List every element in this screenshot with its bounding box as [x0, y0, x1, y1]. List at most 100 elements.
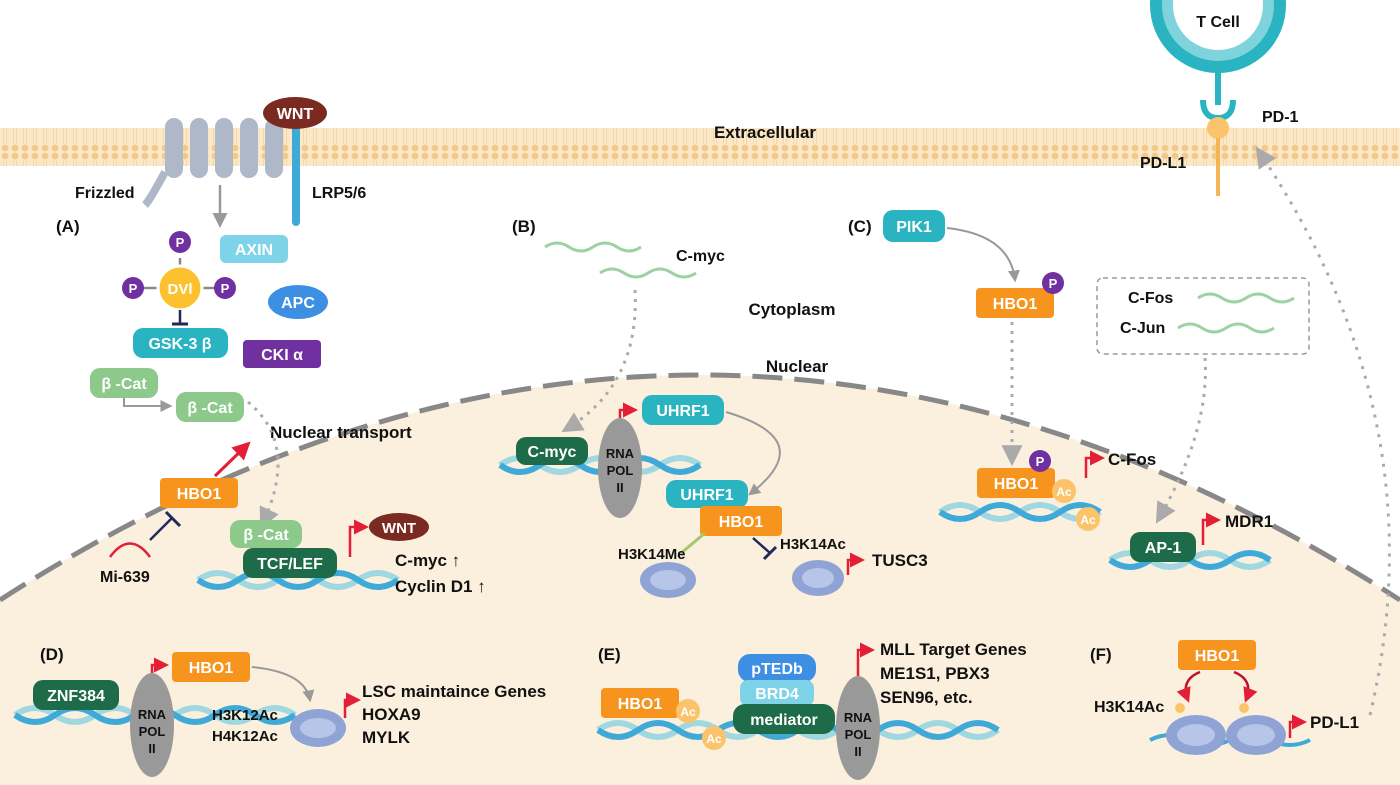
pdl1-ligand [1207, 117, 1229, 139]
t-cell [1150, 0, 1286, 73]
cki-text: CKI α [261, 347, 303, 364]
bcat-text-3: β -Cat [243, 527, 289, 544]
mylk-label: MYLK [362, 728, 411, 747]
hbo1-pill-a [160, 478, 238, 508]
mll-target-genes-label: MLL Target Genes [880, 640, 1027, 659]
wnt-target-text: WNT [382, 520, 416, 537]
pik1-to-hbo1-arrow [946, 227, 1020, 283]
uhrf1-feedback-arrow [725, 411, 781, 496]
h3k14ac-label-b: H3K14Ac [780, 536, 846, 553]
cki-pill [243, 340, 321, 368]
znf384-pill [33, 680, 119, 710]
pdl1-gene-label: PD-L1 [1310, 713, 1359, 732]
hbo1-to-nucleosome-d [251, 666, 315, 703]
hbo1-inhibit-line [752, 537, 771, 554]
tcf-pill [243, 548, 337, 578]
rna-pol-d-line2: POL [139, 724, 166, 739]
ap1-text: AP-1 [1145, 540, 1182, 557]
hbo1-text-c-bottom: HBO1 [994, 476, 1039, 493]
panel-f-label: (F) [1090, 645, 1112, 664]
hbo1-pill-c-top [976, 288, 1054, 318]
lsc-transcription-arrow [343, 692, 361, 718]
t-cell-label: T Cell [1196, 14, 1240, 31]
cell-membrane [0, 128, 1400, 166]
p-badge-right [214, 277, 236, 299]
hbo1-acetylation-arrow-2 [1233, 670, 1258, 703]
ac-badge-e1-text: Ac [680, 705, 696, 719]
uhrf1-pill-bottom [666, 480, 748, 508]
hbo1-text-e: HBO1 [618, 696, 663, 713]
hbo1-text-b: HBO1 [719, 514, 764, 531]
cfos-mrna [1197, 292, 1295, 304]
hbo1-to-nucleosome-arrow [679, 531, 706, 556]
pdl1-transcription-arrow [1288, 714, 1307, 738]
cmyc-mrna-1 [544, 241, 642, 253]
cfos-transcription-arrow [1084, 450, 1105, 478]
bcat-to-cytoplasm-arrow [123, 398, 173, 412]
brd4-pill [740, 680, 814, 706]
cmyc-import-arrow [561, 289, 637, 433]
ac-dot-f1 [1175, 703, 1185, 713]
panel-e-label: (E) [598, 645, 621, 664]
h4k12ac-label: H4K12Ac [212, 728, 278, 745]
cyclin-up-label: Cyclin D1 ↑ [395, 577, 486, 596]
axin-pill [220, 235, 288, 263]
polb-transcription-arrow [618, 402, 638, 418]
hbo1-acetylation-arrow-1 [1176, 670, 1201, 703]
ptefb-text: pTEDb [751, 661, 803, 678]
cfos-target-label: C-Fos [1108, 450, 1156, 469]
lrp-label: LRP5/6 [312, 185, 366, 202]
hbo1-pill-c-bottom [977, 468, 1055, 498]
nuclear-label: Nuclear [766, 357, 829, 376]
frizzled-receptor [165, 118, 283, 178]
tcf-transcription-arrow [348, 519, 369, 557]
hbo1-inhibit-bar [762, 545, 778, 561]
mi639-inhibit-bar [164, 510, 182, 528]
pd1-label: PD-1 [1262, 109, 1299, 126]
ac-badge-e2 [702, 726, 726, 750]
pold-transcription-arrow [150, 657, 169, 673]
apc-pill [268, 285, 328, 319]
rna-pol-d [130, 673, 174, 777]
cjun-mrna-label: C-Jun [1120, 320, 1165, 337]
p-badge-c-bottom-text: P [1036, 454, 1045, 469]
gsk-pill [133, 328, 228, 358]
bcat-text-1: β -Cat [101, 376, 147, 393]
wnt-ligand [263, 97, 327, 129]
ac-badge-c1-text: Ac [1056, 485, 1072, 499]
panel-d-label: (D) [40, 645, 64, 664]
rna-pol-b-line3: II [616, 480, 623, 495]
wnt-target-pill [369, 513, 429, 541]
ac-dot-f2 [1239, 703, 1249, 713]
nucleosome-b2 [792, 560, 844, 596]
h3k14ac-label-f: H3K14Ac [1094, 699, 1164, 716]
nucleosome-f1 [1166, 715, 1226, 755]
ac-badge-c2 [1076, 507, 1100, 531]
mediator-text: mediator [750, 712, 818, 729]
hbo1-text-a: HBO1 [177, 486, 222, 503]
nucleosome-b1 [640, 562, 696, 598]
mdr1-transcription-arrow [1201, 512, 1221, 545]
h3k12ac-label: H3K12Ac [212, 707, 278, 724]
rna-pol-b-line2: POL [607, 463, 634, 478]
tcf-text: TCF/LEF [257, 556, 323, 573]
p-badge-top-text: P [176, 235, 185, 250]
bcat-pill-1 [90, 368, 158, 398]
pik1-text: PIK1 [896, 219, 932, 236]
pik1-pill [883, 210, 945, 242]
hbo1-text-f: HBO1 [1195, 648, 1240, 665]
nucleosome-d [290, 709, 346, 747]
cmyc-up-label: C-myc ↑ [395, 551, 460, 570]
cytoplasm-label: Cytoplasm [749, 300, 836, 319]
axin-text: AXIN [235, 242, 273, 259]
hbo1-pill-f [1178, 640, 1256, 670]
ap1-mrna-box [1096, 277, 1310, 355]
nuclear-transport-label: Nuclear transport [270, 423, 412, 442]
hbo1-text-d: HBO1 [189, 660, 234, 677]
cmyc-mrna-2 [599, 267, 697, 279]
p-badge-left [122, 277, 144, 299]
ac-badge-c2-text: Ac [1080, 513, 1096, 527]
rna-pol-d-line3: II [148, 741, 155, 756]
uhrf1-text-bottom: UHRF1 [680, 487, 733, 504]
bcat-pill-2 [176, 392, 244, 422]
